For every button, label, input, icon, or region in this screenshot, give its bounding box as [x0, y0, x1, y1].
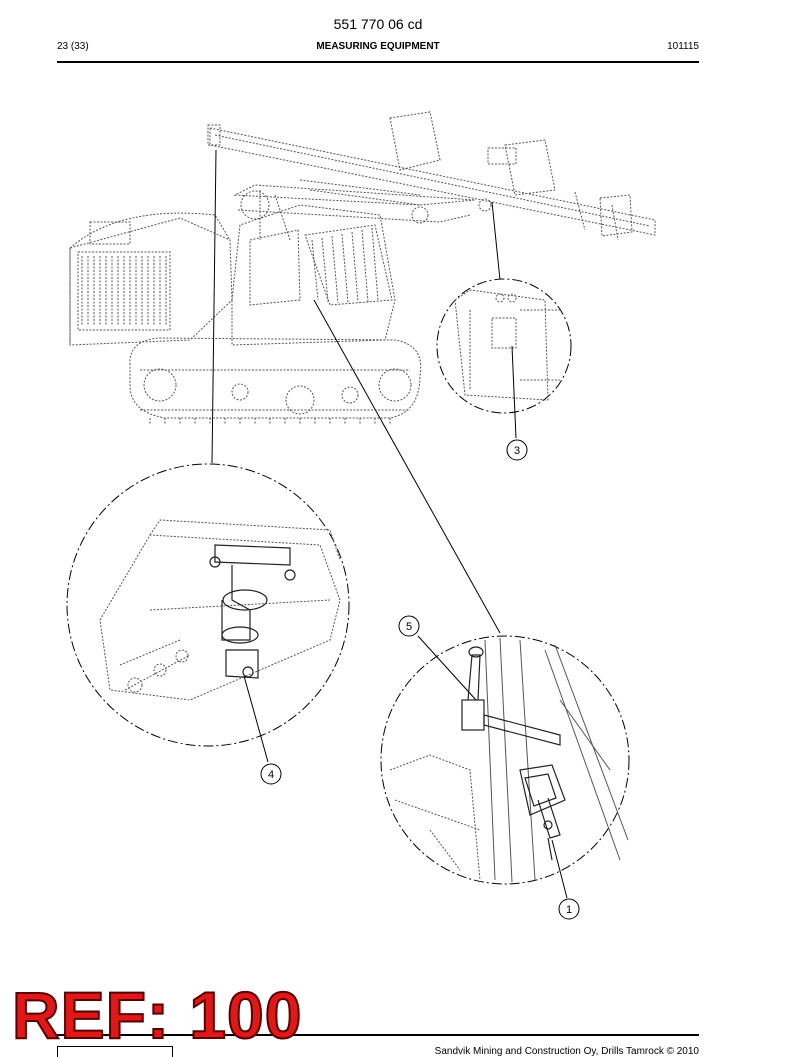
- header-divider: [57, 61, 699, 63]
- detail-circle-4: [66, 463, 350, 763]
- revision-code: 101115: [667, 41, 699, 52]
- svg-text:1: 1: [566, 904, 572, 916]
- ref-stamp: REF: 100: [11, 978, 303, 1052]
- callout-4: 4: [260, 763, 282, 785]
- sandvik-logo: [57, 1046, 173, 1057]
- page-number: 23 (33): [57, 41, 89, 52]
- callout-3: 3: [506, 439, 528, 461]
- detail-circle-1-5: [380, 635, 630, 899]
- copyright-text: Sandvik Mining and Construction Oy, Dril…: [434, 1046, 699, 1057]
- footer-divider: [57, 1034, 699, 1036]
- document-number: 551 770 06 cd: [333, 16, 423, 32]
- callout-5: 5: [398, 615, 420, 637]
- svg-text:5: 5: [406, 621, 412, 633]
- drill-rig-illustration: [69, 111, 656, 425]
- svg-text:3: 3: [514, 445, 520, 457]
- detail-circle-3: [436, 278, 572, 439]
- callout-1: 1: [558, 898, 580, 920]
- section-title: MEASURING EQUIPMENT: [316, 41, 440, 52]
- leader-lines: [211, 149, 501, 634]
- svg-text:4: 4: [268, 769, 274, 781]
